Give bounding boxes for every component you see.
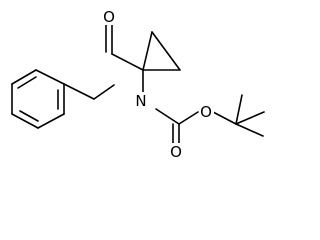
ring-bond-4 (37, 113, 65, 129)
n-carbamate-bond (155, 108, 180, 125)
tert-butyl-methyl-top (235, 94, 243, 125)
ring-inner-bond-bottom (19, 110, 39, 122)
carbonyl-oxygen-label: O (168, 143, 184, 162)
ester-oxygen-tert-butyl-bond (212, 111, 237, 125)
ring-inner-bond-top (17, 76, 37, 89)
boc-group (155, 94, 265, 144)
benzyl-n-bond (93, 84, 115, 100)
ring-bond-5 (11, 113, 39, 129)
label-background (199, 104, 214, 121)
aldehyde-carbon-bond (111, 53, 144, 71)
aldehyde-group (105, 24, 144, 71)
atom-symbol: O (170, 143, 182, 161)
benzene-ring (11, 69, 65, 129)
atom-symbol: O (103, 8, 115, 26)
atom-symbol: O (200, 103, 212, 121)
tert-butyl-methyl-right (235, 111, 265, 125)
cyclopropane-ring (142, 31, 181, 93)
aldehyde-oxygen-label: O (102, 8, 117, 26)
cyclopropane-bond-1 (142, 31, 153, 71)
ester-oxygen-label: O (199, 103, 214, 121)
carbamate-ester-bond (178, 111, 199, 125)
chemical-structure: O N O O (11, 8, 265, 162)
tert-butyl-methyl-bottom (235, 123, 264, 137)
label-background (168, 143, 184, 162)
atom-symbol: N (135, 92, 146, 110)
cyclopropane-bond-2 (151, 31, 181, 71)
ring-bond-2 (35, 69, 65, 85)
label-background (102, 8, 117, 25)
ring-bond-1 (11, 69, 37, 85)
label-background (134, 92, 149, 111)
benzyl-bond (63, 83, 95, 100)
amine-nitrogen-label: N (134, 92, 149, 111)
